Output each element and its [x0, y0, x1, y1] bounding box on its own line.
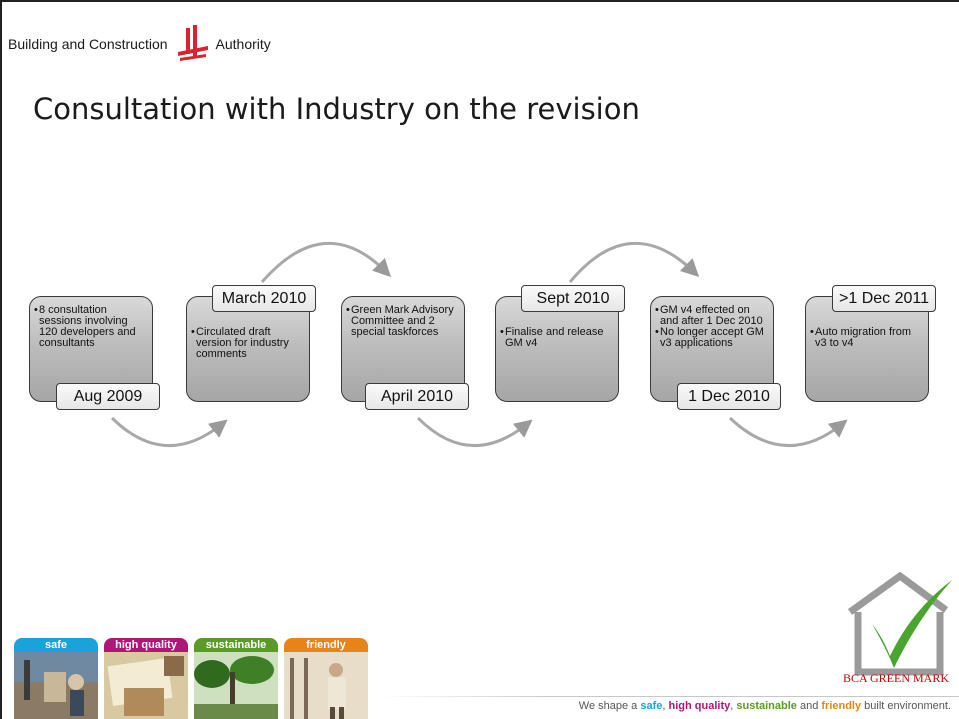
step-3-date: April 2010 — [365, 383, 469, 410]
step-3-bullet-1: Green Mark Advisory Committee and 2 spec… — [346, 305, 460, 338]
construction-photo-icon — [14, 652, 98, 719]
step-box-2: Circulated draft version for industry co… — [186, 296, 310, 402]
tile-high-quality: high quality — [104, 638, 188, 719]
step-5-text: GM v4 effected on and after 1 Dec 2010 N… — [655, 305, 769, 349]
step-3-text: Green Mark Advisory Committee and 2 spec… — [346, 305, 460, 338]
tagline-sep-2: , — [730, 700, 737, 712]
step-4-text: Finalise and release GM v4 — [500, 327, 614, 349]
step-1-text: 8 consultation sessions involving 120 de… — [34, 305, 148, 349]
header: Building and Construction Authority — [8, 24, 271, 64]
arrow-down-2 — [416, 416, 533, 447]
step-6-text: Auto migration from v3 to v4 — [810, 327, 924, 349]
org-name-right: Authority — [215, 36, 271, 52]
green-mark-house-icon — [847, 572, 952, 676]
step-4-bullet-1: Finalise and release GM v4 — [500, 327, 614, 349]
tagline-high-quality: high quality — [668, 700, 731, 712]
tagline-and: and — [796, 700, 822, 712]
people-photo-icon — [284, 652, 368, 719]
step-6-date: >1 Dec 2011 — [832, 285, 936, 312]
step-5-bullet-2: No longer accept GM v3 applications — [655, 327, 769, 349]
tagline-post: built environment. — [861, 700, 951, 712]
tagline-friendly: friendly — [821, 700, 862, 712]
tagline-safe: safe — [640, 700, 663, 712]
value-tiles: safe high quality sustainable — [14, 638, 374, 719]
footer-divider — [380, 696, 959, 697]
step-box-4: Finalise and release GM v4 — [495, 296, 619, 402]
tile-friendly: friendly — [284, 638, 368, 719]
arrow-up-1 — [260, 241, 392, 283]
tile-high-quality-label: high quality — [115, 639, 177, 651]
step-5-bullet-1: GM v4 effected on and after 1 Dec 2010 — [655, 305, 769, 327]
step-2-date: March 2010 — [212, 285, 316, 312]
step-2-bullet-1: Circulated draft version for industry co… — [191, 327, 305, 360]
org-name-left: Building and Construction — [8, 36, 168, 52]
footer-tagline: We shape a safe, high quality, sustainab… — [579, 700, 951, 712]
tile-safe: safe — [14, 638, 98, 719]
step-2-text: Circulated draft version for industry co… — [191, 327, 305, 360]
step-6-bullet-1: Auto migration from v3 to v4 — [810, 327, 924, 349]
tile-sustainable-label: sustainable — [205, 639, 267, 651]
tagline-sustainable: sustainable — [736, 700, 797, 712]
blueprint-photo-icon — [104, 652, 188, 719]
tile-friendly-label: friendly — [306, 639, 346, 651]
arrow-down-1 — [110, 416, 228, 447]
step-1-bullet-1: 8 consultation sessions involving 120 de… — [34, 305, 148, 349]
step-4-date: Sept 2010 — [521, 285, 625, 312]
green-mark-label: BCA GREEN MARK — [842, 671, 949, 685]
tile-safe-label: safe — [44, 639, 68, 651]
step-box-6: Auto migration from v3 to v4 — [805, 296, 929, 402]
step-1-date: Aug 2009 — [56, 383, 160, 410]
step-5-date: 1 Dec 2010 — [677, 383, 781, 410]
tagline-sep-1: , — [662, 700, 669, 712]
slide-title: Consultation with Industry on the revisi… — [33, 92, 640, 126]
bca-logo-icon — [177, 25, 208, 61]
arrow-up-2 — [568, 241, 700, 283]
arrow-down-3 — [728, 416, 848, 447]
tile-sustainable: sustainable — [194, 638, 278, 719]
trees-photo-icon — [194, 652, 278, 719]
tagline-pre: We shape a — [578, 700, 641, 712]
